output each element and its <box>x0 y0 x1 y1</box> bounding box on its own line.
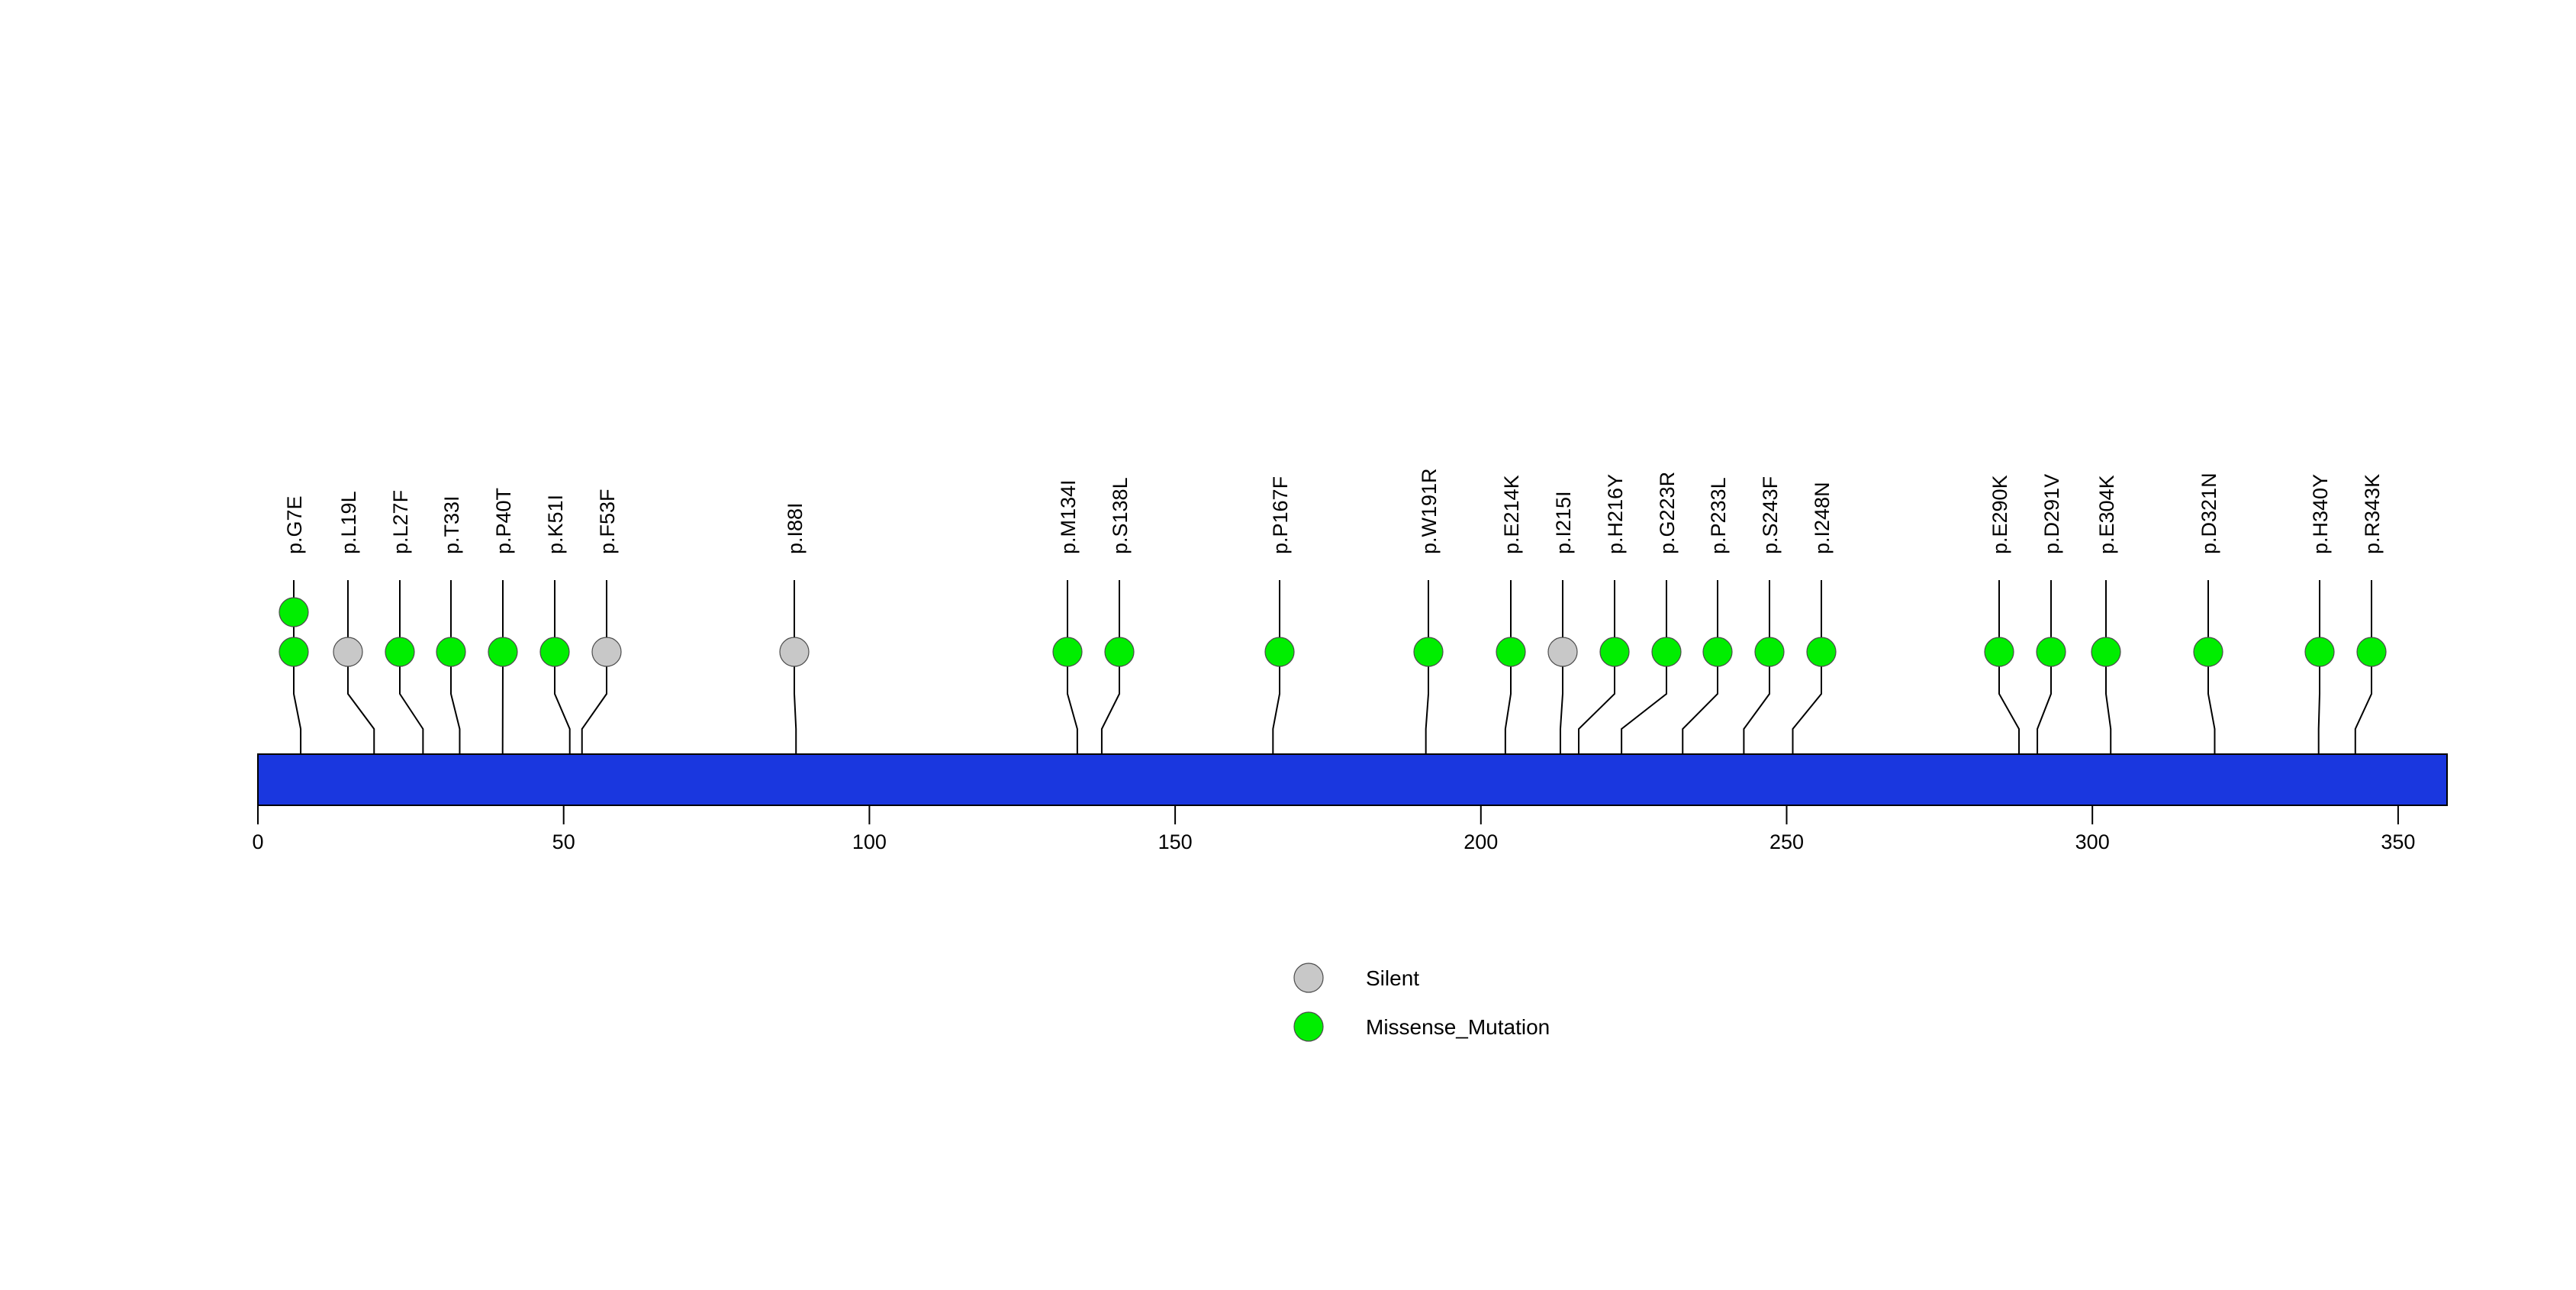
protein-bar <box>257 753 2448 806</box>
axis-tick: 200 <box>1463 805 1498 853</box>
lollipop-head[interactable] <box>1599 637 1630 667</box>
lollipop-head[interactable] <box>2193 637 2223 667</box>
mutation-label: p.L27F <box>389 490 412 554</box>
legend-item[interactable]: Silent <box>1293 963 1419 993</box>
mutation-label: p.D321N <box>2198 472 2220 554</box>
lollipop-head[interactable] <box>591 637 622 667</box>
axis-tick-label: 200 <box>1463 830 1498 853</box>
axis-tick-label: 350 <box>2381 830 2415 853</box>
mutation-label: p.F53F <box>596 489 619 554</box>
lollipop-head[interactable] <box>1806 637 1837 667</box>
axis-tick-label: 300 <box>2075 830 2110 853</box>
mutation-label: p.W191R <box>1418 468 1441 554</box>
mutation-label: p.K51I <box>544 495 567 554</box>
mutation-label: p.T33I <box>440 495 463 554</box>
mutation-label: p.P167F <box>1269 476 1292 554</box>
mutation-label: p.E304K <box>2095 475 2118 554</box>
lollipop-head[interactable] <box>1984 637 2014 667</box>
lollipop-head[interactable] <box>779 637 810 667</box>
lollipop-head[interactable] <box>436 637 466 667</box>
mutation-label: p.I88I <box>784 502 807 554</box>
mutation-labels-group: p.G7E p.L19L p.L27F p.T33I p.P40T p.K51I p.F53… <box>283 468 2384 554</box>
axis-tick: 300 <box>2075 805 2110 853</box>
axis-tick: 0 <box>252 805 264 853</box>
lollipop-head[interactable] <box>1413 637 1444 667</box>
lollipop-head[interactable] <box>1264 637 1295 667</box>
lollipop-head[interactable] <box>539 637 570 667</box>
lollipop-head[interactable] <box>1754 637 1785 667</box>
axis-tick-label: 50 <box>552 830 575 853</box>
lollipop-head[interactable] <box>333 637 363 667</box>
mutation-label: p.P233L <box>1707 477 1730 554</box>
mutation-label: p.G223R <box>1656 472 1679 554</box>
mutation-label: p.I248N <box>1811 482 1834 554</box>
legend-marker <box>1293 1011 1324 1042</box>
position-axis-group: 0 50 100 150 200 250 300 350 <box>252 805 2447 853</box>
axis-tick-label: 0 <box>252 830 263 853</box>
mutation-label: p.R343K <box>2361 474 2384 554</box>
lollipop-head[interactable] <box>1496 637 1526 667</box>
legend-marker <box>1293 963 1324 993</box>
protein-bar-group <box>257 753 2448 806</box>
lollipop-head[interactable] <box>2356 637 2387 667</box>
legend-label: Silent <box>1366 966 1419 990</box>
legend-item[interactable]: Missense_Mutation <box>1293 1011 1550 1042</box>
mutation-label: p.H216Y <box>1604 474 1627 554</box>
lollipop-head[interactable] <box>2036 637 2066 667</box>
mutation-label: p.H340Y <box>2309 474 2332 554</box>
mutation-label: p.D291V <box>2040 474 2063 554</box>
mutation-label: p.G7E <box>283 495 306 554</box>
lollipop-head[interactable] <box>1052 637 1083 667</box>
axis-tick: 100 <box>852 805 887 853</box>
axis-tick: 350 <box>2381 805 2415 853</box>
mutation-label: p.S138L <box>1109 477 1132 554</box>
axis-tick: 50 <box>552 805 575 853</box>
axis-tick-label: 100 <box>852 830 887 853</box>
axis-tick-label: 150 <box>1158 830 1193 853</box>
lollipop-heads-group <box>279 597 2387 667</box>
axis-tick-label: 250 <box>1769 830 1804 853</box>
lollipop-head[interactable] <box>385 637 415 667</box>
mutation-label: p.S243F <box>1759 476 1782 554</box>
lollipop-head[interactable] <box>488 637 518 667</box>
lollipop-head[interactable] <box>279 597 309 627</box>
mutation-label: p.I215I <box>1552 491 1575 554</box>
mutation-label: p.P40T <box>492 488 515 554</box>
lollipop-head[interactable] <box>1104 637 1135 667</box>
lollipop-head[interactable] <box>2304 637 2335 667</box>
lollipop-head[interactable] <box>279 637 309 667</box>
axis-tick: 250 <box>1769 805 1804 853</box>
lollipop-head[interactable] <box>2091 637 2121 667</box>
legend-label: Missense_Mutation <box>1366 1015 1550 1039</box>
mutation-label: p.M134I <box>1057 479 1080 554</box>
lollipop-head[interactable] <box>1702 637 1733 667</box>
lollipop-head[interactable] <box>1547 637 1578 667</box>
lollipop-head[interactable] <box>1651 637 1682 667</box>
mutation-label: p.E290K <box>1988 475 2011 554</box>
mutation-label: p.E214K <box>1500 475 1523 554</box>
axis-tick: 150 <box>1158 805 1193 853</box>
mutation-label: p.L19L <box>337 491 360 554</box>
